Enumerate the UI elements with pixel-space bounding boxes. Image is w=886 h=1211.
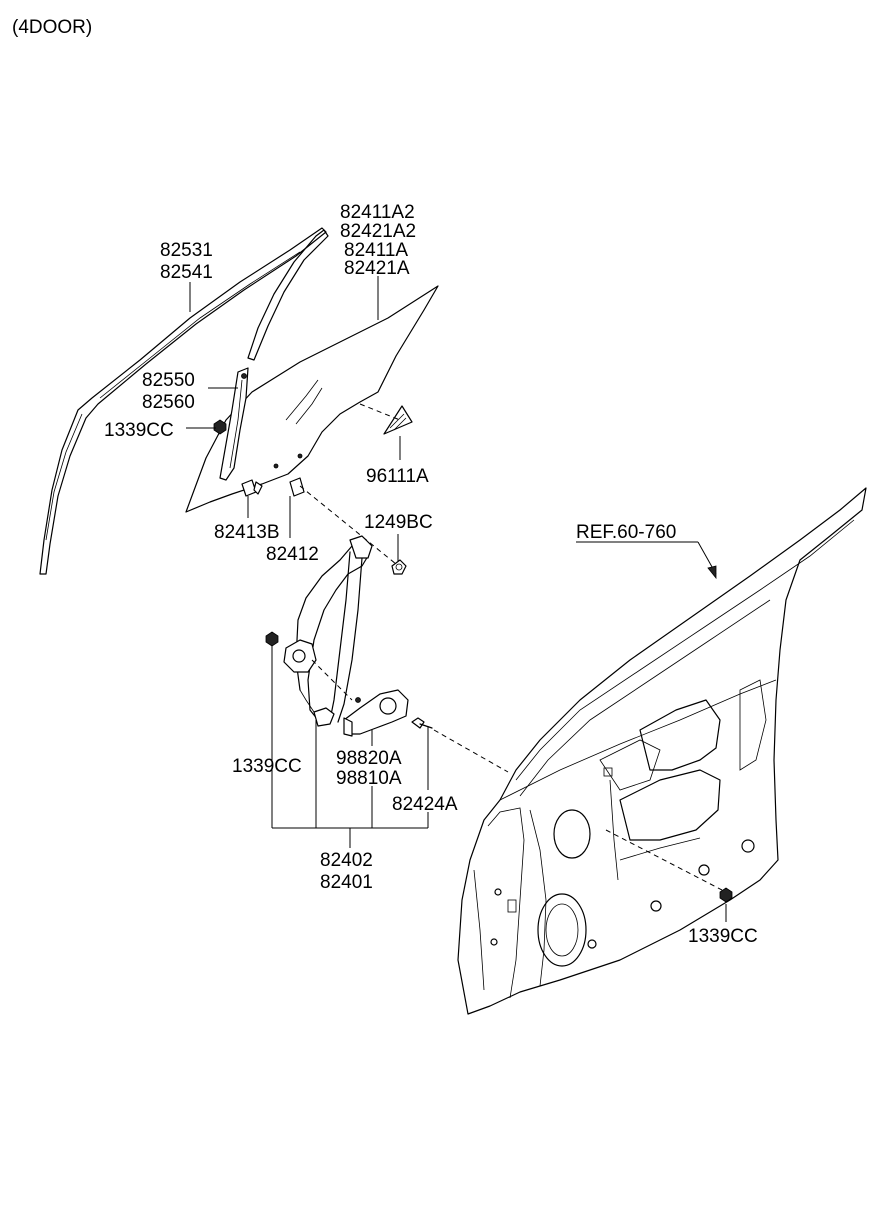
label-82421a: 82421A — [344, 258, 410, 279]
leader-lines — [186, 276, 727, 922]
label-1249bc: 1249BC — [364, 512, 433, 533]
bolt-82424a — [411, 717, 433, 729]
label-82424a: 82424A — [392, 794, 458, 815]
door-glass — [185, 285, 439, 513]
door-channel-strip — [247, 229, 329, 361]
nut-left — [265, 631, 279, 647]
label-98810a: 98810A — [336, 768, 402, 789]
glass-run-channel — [219, 367, 249, 481]
label-82411a2: 82411A2 — [340, 202, 415, 223]
label-82541: 82541 — [160, 262, 213, 283]
part-labels: 82531 82541 82411A2 82421A2 82411A 82421… — [104, 202, 758, 947]
label-1339cc-left: 1339CC — [232, 756, 302, 777]
label-96111a: 96111A — [366, 466, 429, 487]
label-82411a: 82411A — [344, 240, 408, 261]
window-regulator — [283, 535, 373, 727]
label-82421a2: 82421A2 — [340, 221, 416, 242]
label-98820a: 98820A — [336, 748, 402, 769]
door-variant-label: (4DOOR) — [12, 17, 92, 38]
label-82550: 82550 — [142, 370, 195, 391]
window-motor — [343, 689, 409, 737]
label-82402: 82402 — [320, 850, 373, 871]
clip-82413b — [241, 479, 263, 497]
label-1339cc-right: 1339CC — [688, 926, 758, 947]
bolt-1249bc — [391, 559, 407, 575]
nut-upper — [213, 419, 227, 435]
door-panel — [457, 487, 867, 1015]
label-82560: 82560 — [142, 392, 195, 413]
label-82531: 82531 — [160, 240, 213, 261]
delta-sticker — [383, 405, 413, 435]
label-82413b: 82413B — [214, 522, 280, 543]
assembly-lines — [299, 403, 723, 891]
label-82412: 82412 — [266, 544, 319, 565]
clip-82412 — [289, 477, 305, 497]
label-ref-60-760: REF.60-760 — [576, 522, 676, 543]
label-1339cc-upper: 1339CC — [104, 420, 174, 441]
label-82401: 82401 — [320, 872, 373, 893]
